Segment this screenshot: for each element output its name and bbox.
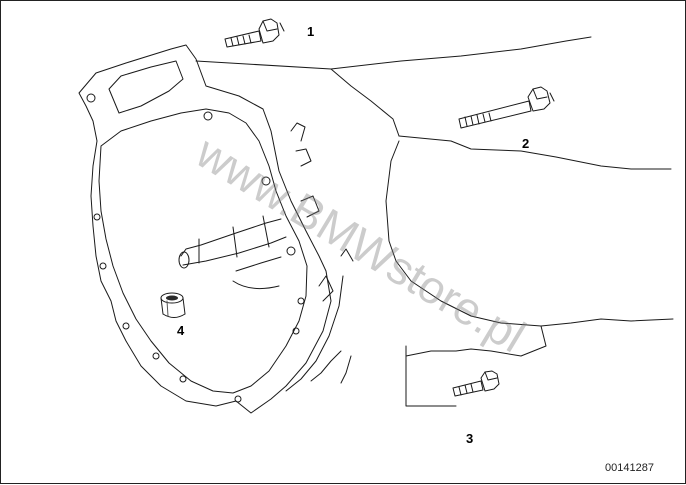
bolt-2	[458, 86, 555, 129]
housing-details	[290, 122, 354, 302]
bolt-3	[452, 370, 500, 397]
input-shaft	[178, 215, 287, 290]
callout-1: 1	[307, 24, 315, 39]
callout-3: 3	[466, 431, 474, 446]
bolt-1	[224, 18, 285, 48]
callout-2: 2	[522, 136, 530, 151]
image-number: 00141287	[605, 462, 654, 474]
sleeve-4	[160, 292, 186, 318]
callout-4: 4	[177, 323, 185, 338]
flange-bolt-holes	[86, 93, 305, 403]
gearbox-housing	[195, 36, 674, 407]
bell-housing	[78, 44, 344, 414]
